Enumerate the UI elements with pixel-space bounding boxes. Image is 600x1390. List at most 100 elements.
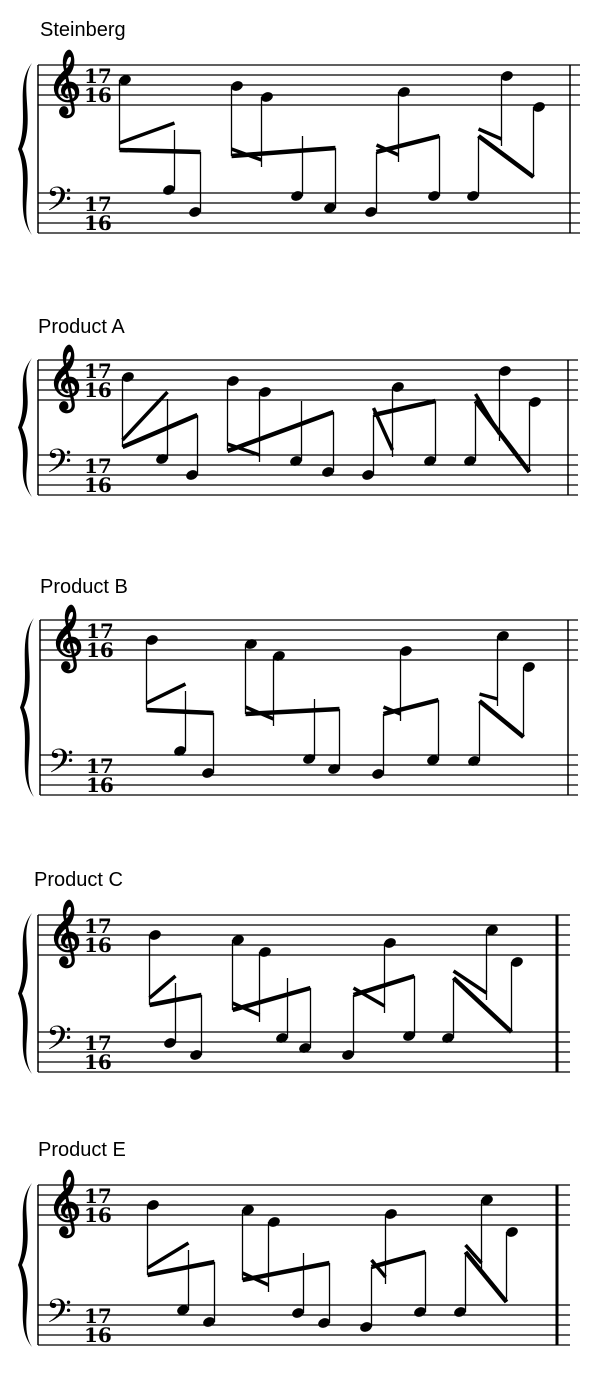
treble-time-signature-numerator: 17	[84, 64, 112, 88]
bass-clef-icon: 𝄢	[48, 743, 74, 789]
note-head	[122, 372, 134, 382]
treble-time-signature-numerator: 17	[84, 914, 112, 938]
note-head	[467, 191, 479, 201]
secondary-beam	[146, 1241, 190, 1270]
note-head	[227, 376, 239, 386]
note-head	[190, 1050, 202, 1060]
treble-clef-icon: 𝄞	[48, 344, 81, 413]
beam	[473, 399, 532, 474]
treble-time-signature-denominator: 16	[86, 638, 114, 662]
beam	[242, 1260, 330, 1283]
note-head	[486, 925, 498, 935]
secondary-beam	[382, 705, 402, 716]
bass-clef-icon: 𝄢	[46, 181, 72, 227]
note-head	[511, 957, 523, 967]
secondary-beam	[375, 143, 400, 157]
treble-time-signature-denominator: 16	[84, 378, 112, 402]
secondary-beam	[231, 1001, 261, 1017]
note-head	[454, 1307, 466, 1317]
note-head	[322, 467, 334, 477]
example-title: Product C	[34, 869, 123, 891]
bass-time-signature-denominator: 16	[84, 473, 112, 497]
treble-time-signature-numerator: 17	[86, 619, 114, 643]
note-head	[259, 947, 271, 957]
note-head	[163, 185, 175, 195]
note-head	[499, 366, 511, 376]
secondary-beam	[352, 986, 386, 1008]
beam	[231, 985, 312, 1013]
treble-time-signature-numerator: 17	[84, 359, 112, 383]
bass-time-signature-denominator: 16	[84, 1323, 112, 1347]
note-head	[303, 754, 315, 764]
secondary-beam	[473, 393, 502, 435]
bass-time-signature-numerator: 17	[86, 754, 114, 778]
note-head	[268, 1217, 280, 1227]
note-head	[231, 81, 243, 91]
bass-time-signature-numerator: 17	[84, 1031, 112, 1055]
note-head	[497, 631, 509, 641]
note-head	[384, 938, 396, 948]
beam	[352, 973, 416, 998]
note-head	[529, 397, 541, 407]
brace	[18, 1183, 32, 1347]
treble-time-signature-denominator: 16	[84, 933, 112, 957]
note-head	[149, 930, 161, 940]
treble-clef-icon: 𝄞	[48, 1169, 81, 1238]
beam	[149, 992, 202, 1008]
note-head	[276, 1033, 288, 1043]
note-head	[403, 1031, 415, 1041]
note-head	[174, 746, 186, 756]
note-head	[506, 1227, 518, 1237]
note-head	[400, 646, 412, 656]
note-head	[533, 102, 545, 112]
note-head	[372, 769, 384, 779]
secondary-beam	[479, 692, 498, 701]
treble-time-signature-numerator: 17	[84, 1184, 112, 1208]
beam	[121, 412, 199, 450]
note-head	[232, 935, 244, 945]
example-title: Product B	[40, 576, 128, 598]
note-head	[428, 191, 440, 201]
secondary-beam	[244, 705, 275, 721]
beam	[119, 147, 201, 155]
note-head	[273, 651, 285, 661]
treble-clef-icon: 𝄞	[50, 604, 83, 673]
note-head	[245, 639, 257, 649]
note-head	[177, 1305, 189, 1315]
note-head	[324, 203, 336, 213]
note-head	[147, 1200, 159, 1210]
brace	[20, 618, 34, 797]
secondary-beam	[226, 442, 261, 457]
treble-clef-icon: 𝄞	[48, 899, 81, 968]
treble-time-signature-denominator: 16	[84, 1203, 112, 1227]
bass-time-signature-numerator: 17	[84, 192, 112, 216]
note-head	[328, 764, 340, 774]
note-head	[468, 756, 480, 766]
beam	[463, 1250, 509, 1304]
note-head	[392, 382, 404, 392]
note-head	[360, 1322, 372, 1332]
secondary-beam	[370, 1258, 387, 1279]
note-head	[299, 1043, 311, 1053]
treble-clef-icon: 𝄞	[48, 49, 81, 118]
note-head	[290, 456, 302, 466]
note-head	[442, 1033, 454, 1043]
note-head	[164, 1038, 176, 1048]
note-head	[385, 1209, 397, 1219]
bass-time-signature-denominator: 16	[84, 211, 112, 235]
secondary-beam	[452, 969, 488, 995]
note-head	[189, 207, 201, 217]
secondary-beam	[241, 1271, 270, 1287]
bass-time-signature-denominator: 16	[86, 773, 114, 797]
secondary-beam	[145, 682, 187, 705]
example-title: Product E	[38, 1139, 126, 1161]
note-head	[427, 755, 439, 765]
note-head	[291, 191, 303, 201]
secondary-beam	[477, 127, 503, 141]
note-head	[342, 1050, 354, 1060]
secondary-beam	[118, 121, 176, 145]
bass-time-signature-denominator: 16	[84, 1050, 112, 1074]
